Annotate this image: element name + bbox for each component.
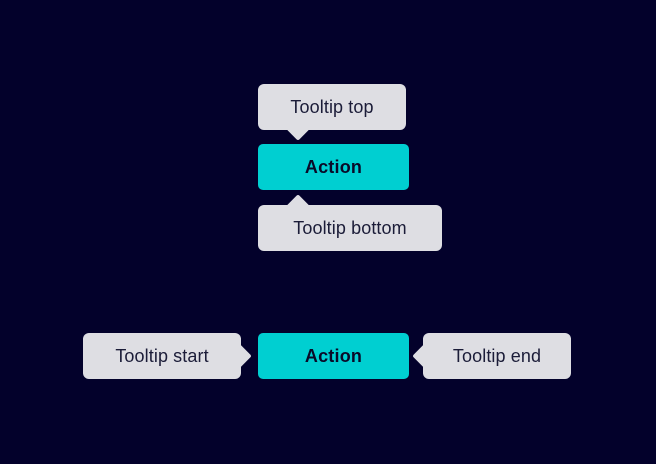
- action-button-horizontal-label: Action: [304, 345, 363, 366]
- tooltip-arrow-right-icon: [226, 343, 252, 369]
- tooltip-end: Tooltip end: [412, 333, 571, 379]
- tooltip-start: Tooltip start: [83, 333, 252, 379]
- tooltip-start-label: Tooltip start: [115, 346, 209, 366]
- tooltip-top: Tooltip top: [258, 84, 406, 141]
- action-button-vertical[interactable]: Action: [258, 144, 409, 190]
- tooltip-top-label: Tooltip top: [290, 97, 374, 117]
- tooltip-end-label: Tooltip end: [452, 346, 542, 366]
- action-button-horizontal[interactable]: Action: [258, 333, 409, 379]
- tooltip-arrow-down-icon: [285, 115, 311, 141]
- tooltip-bottom-label: Tooltip bottom: [293, 218, 407, 238]
- tooltip-arrow-up-icon: [285, 194, 311, 220]
- action-button-vertical-label: Action: [304, 156, 363, 177]
- tooltip-arrow-left-icon: [412, 343, 438, 369]
- tooltip-bottom: Tooltip bottom: [258, 194, 442, 251]
